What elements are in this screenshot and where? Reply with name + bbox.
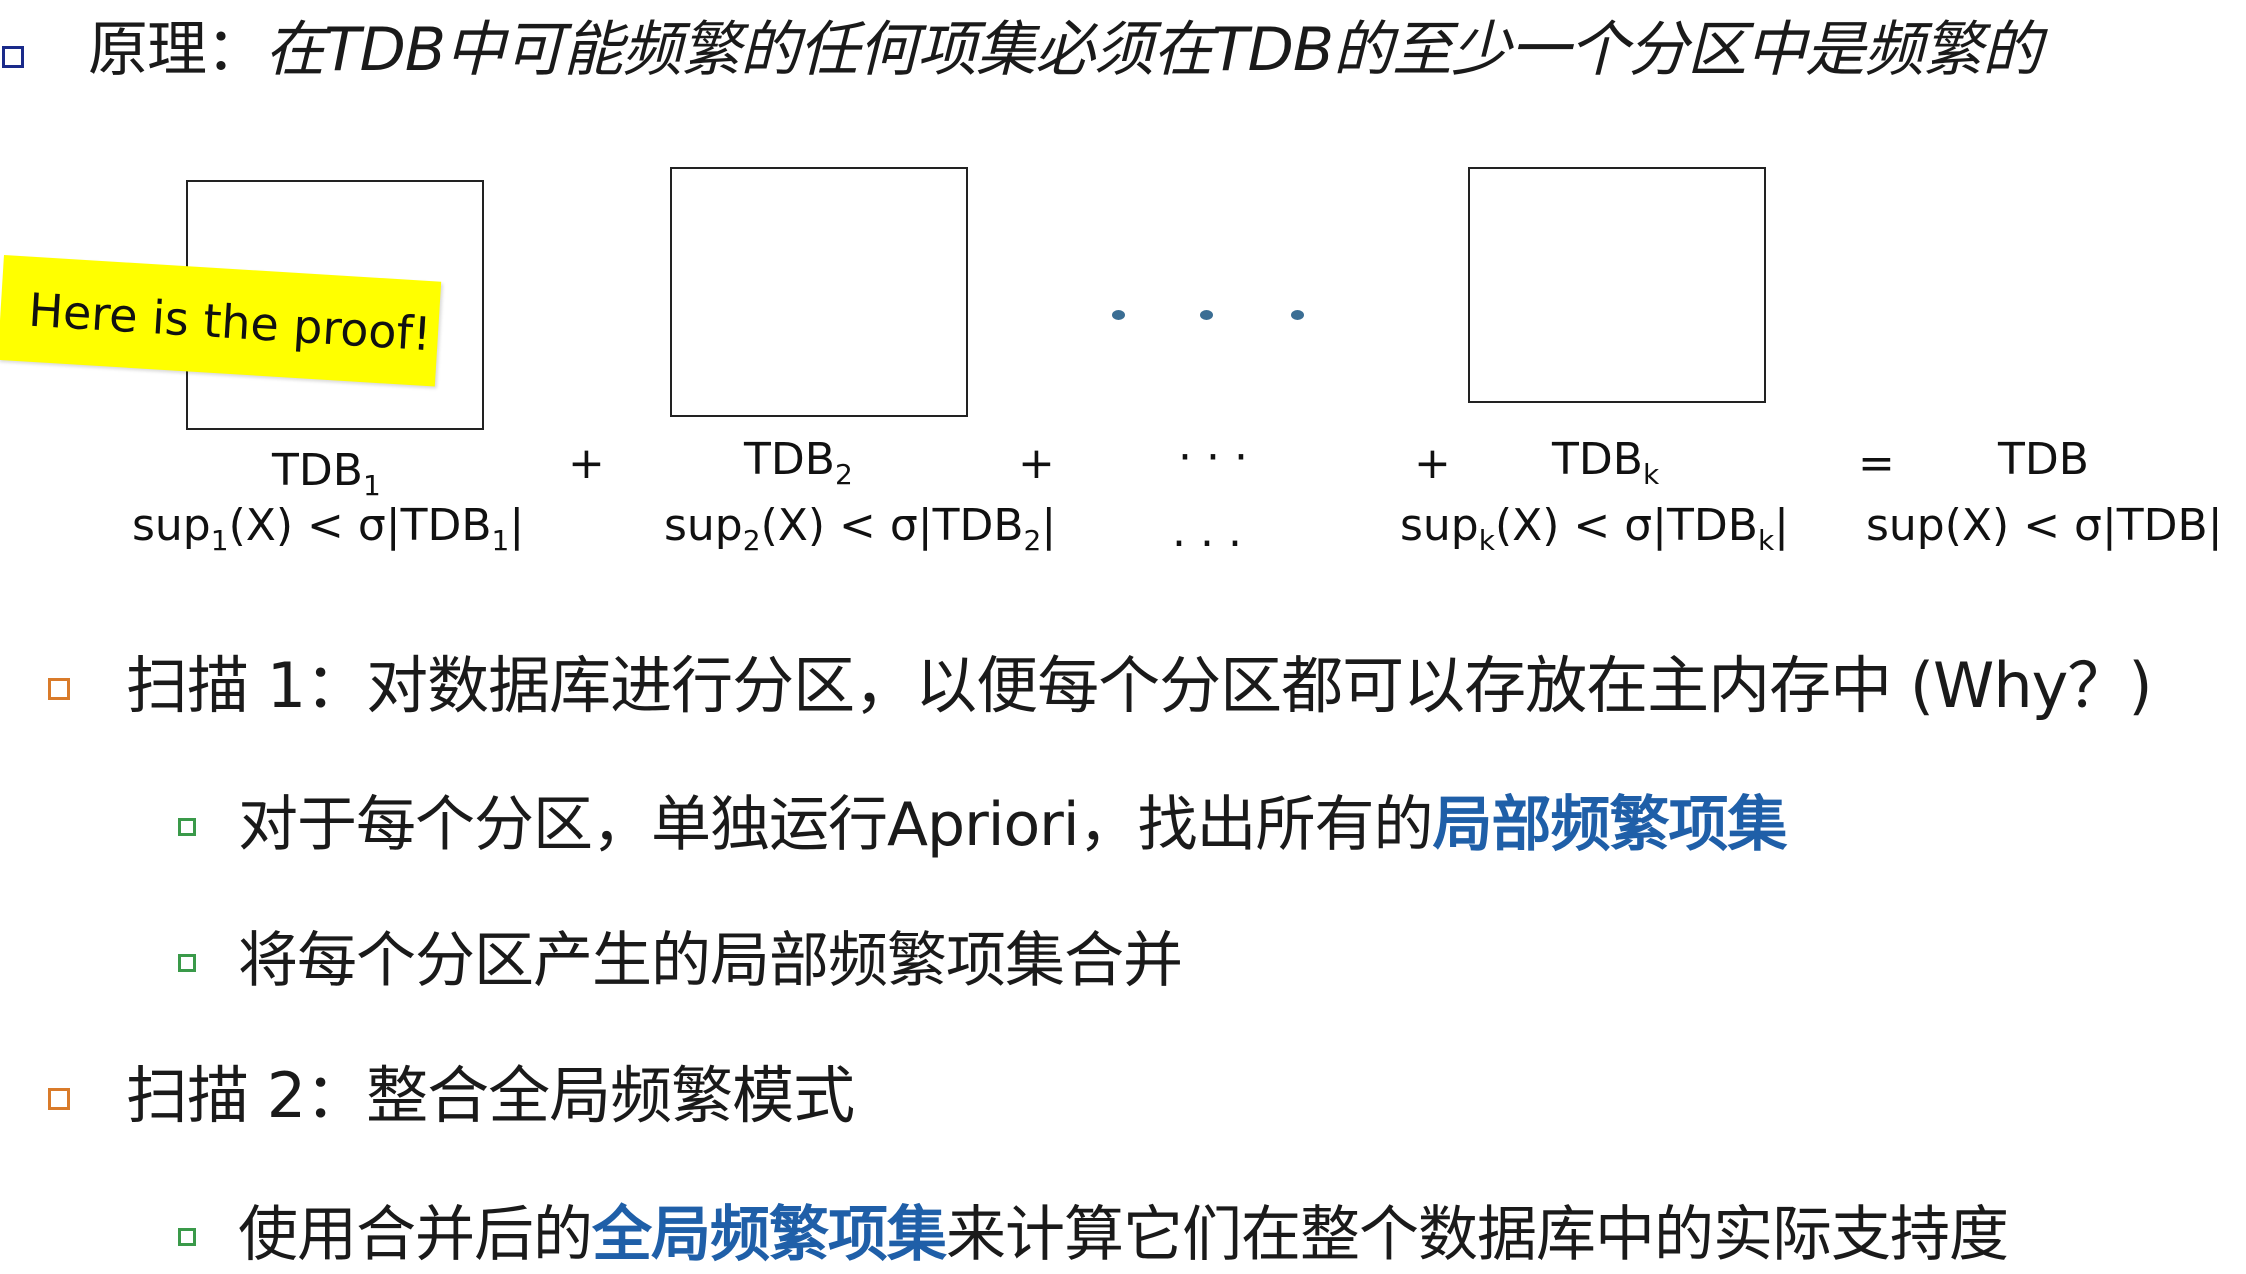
scan2-sub1-text: 使用合并后的全局频繁项集来计算它们在整个数据库中的实际支持度	[238, 1200, 2009, 1270]
scan1-sub2-bullet-icon	[178, 954, 196, 972]
ellipsis-dot	[1200, 310, 1213, 320]
sticky-note-text: Here is the proof!	[27, 282, 433, 361]
scan2-bullet-icon	[48, 1088, 70, 1110]
scan1-sub1-bullet-icon	[178, 818, 196, 836]
ellipsis-label: · · ·	[1178, 432, 1248, 483]
total-tdb-support: sup(X) < σ|TDB|	[1866, 500, 2223, 551]
partition-k-support: supk(X) < σ|TDBk|	[1400, 500, 1789, 557]
global-frequent-itemsets-highlight: 全局频繁项集	[592, 1200, 947, 1270]
principle-statement: 在TDB中可能频繁的任何项集必须在TDB的至少一个分区中是频繁的	[265, 15, 2042, 85]
ellipsis-dot	[1112, 310, 1125, 320]
scan1-sub1-text: 对于每个分区，单独运行Apriori，找出所有的局部频繁项集	[238, 790, 1788, 860]
partition-1-name: TDB1	[272, 445, 381, 502]
ellipsis-support: . . .	[1172, 506, 1242, 557]
partition-box-k	[1468, 167, 1766, 403]
equals-sign: =	[1858, 438, 1895, 489]
partition-2-name: TDB2	[744, 434, 853, 491]
principle-line: 原理：在TDB中可能频繁的任何项集必须在TDB的至少一个分区中是频繁的	[88, 10, 2042, 90]
ellipsis-dot	[1291, 310, 1304, 320]
principle-bullet-icon	[2, 46, 24, 68]
plus-sign: +	[1414, 438, 1451, 489]
scan2-sub1-bullet-icon	[178, 1228, 196, 1246]
scan1-sub2-text: 将每个分区产生的局部频繁项集合并	[238, 926, 1183, 996]
plus-sign: +	[1018, 438, 1055, 489]
local-frequent-itemsets-highlight: 局部频繁项集	[1432, 790, 1788, 860]
principle-label: 原理：	[88, 15, 266, 85]
scan2-text: 扫描 2：整合全局频繁模式	[126, 1059, 855, 1132]
scan1-bullet-icon	[48, 678, 70, 700]
total-tdb-name: TDB	[1998, 434, 2089, 485]
partition-k-name: TDBk	[1552, 434, 1660, 491]
plus-sign: +	[568, 438, 605, 489]
partition-1-support: sup1(X) < σ|TDB1|	[132, 500, 525, 557]
partition-box-2	[670, 167, 968, 417]
scan1-text: 扫描 1：对数据库进行分区，以便每个分区都可以存放在主内存中 (Why？)	[126, 649, 2153, 722]
partition-2-support: sup2(X) < σ|TDB2|	[664, 500, 1057, 557]
